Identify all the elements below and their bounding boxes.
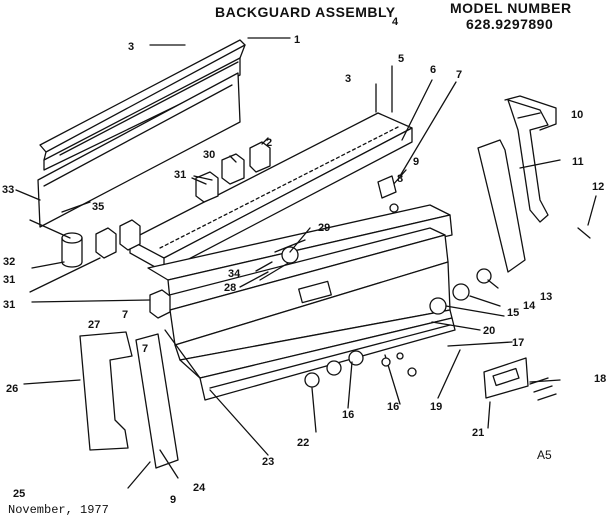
part-glass-panel	[37, 72, 241, 228]
callout-label: 31	[3, 274, 15, 286]
callout-label: 23	[262, 456, 274, 468]
callout-label: 21	[472, 427, 484, 439]
callout-label: 7	[122, 309, 128, 321]
callout-label: 33	[2, 184, 14, 196]
footer-code: A5	[537, 448, 552, 462]
callout-label: 29	[318, 222, 330, 234]
callout-label: 8	[397, 173, 403, 185]
callout-label: 31	[3, 299, 15, 311]
diagram-title: BACKGUARD ASSEMBLY	[215, 4, 396, 20]
callout-label: 31	[174, 169, 186, 181]
part-knobs	[304, 268, 492, 388]
part-top-rail	[129, 112, 413, 273]
callout-label: 18	[594, 373, 606, 385]
callout-label: 19	[430, 401, 442, 413]
part-trim-strip	[39, 39, 246, 171]
callout-label: 13	[540, 291, 552, 303]
callout-label: 4	[392, 16, 399, 28]
callout-label: 16	[342, 409, 354, 421]
callout-label: 17	[512, 337, 524, 349]
callout-label: 1	[294, 34, 300, 46]
callout-label: 7	[142, 343, 148, 355]
model-number: 628.9297890	[466, 16, 554, 32]
callout-label: 6	[430, 64, 436, 76]
callout-label: 14	[523, 300, 536, 312]
callout-labels: 1 2 3 3 4 5 6 7 7 7 8 9 9 10 11 12 13 14…	[2, 16, 606, 506]
model-label: MODEL NUMBER	[450, 0, 572, 16]
callout-label: 15	[507, 307, 519, 319]
callout-label: 35	[92, 201, 104, 213]
footer-date: November, 1977	[8, 503, 109, 517]
callout-label: 20	[483, 325, 495, 337]
callout-label: 26	[6, 383, 18, 395]
callout-label: 25	[13, 488, 25, 500]
callout-label: 34	[228, 268, 241, 280]
part-left-endcap	[79, 331, 179, 469]
callout-label: 32	[3, 256, 15, 268]
callout-label: 24	[193, 482, 206, 494]
leader-lines	[15, 37, 597, 489]
callout-label: 11	[572, 156, 584, 168]
callout-label: 10	[571, 109, 583, 121]
callout-label: 9	[170, 494, 176, 506]
part-small-details	[377, 175, 591, 401]
callout-label: 22	[297, 437, 309, 449]
part-right-endcap	[477, 95, 557, 273]
callout-label: 7	[456, 69, 462, 81]
callout-label: 16	[387, 401, 399, 413]
part-console-body	[147, 204, 456, 401]
callout-label: 9	[413, 156, 419, 168]
part-knob-housings	[95, 141, 271, 319]
part-switch-plate	[483, 357, 529, 399]
callout-label: 30	[203, 149, 215, 161]
callout-label: 27	[88, 319, 100, 331]
callout-label: 5	[398, 53, 404, 65]
callout-label: 3	[128, 41, 134, 53]
callout-label: 2	[266, 137, 272, 149]
callout-label: 3	[345, 73, 351, 85]
part-cylinder	[61, 232, 83, 268]
callout-label: 12	[592, 181, 604, 193]
callout-label: 28	[224, 282, 236, 294]
